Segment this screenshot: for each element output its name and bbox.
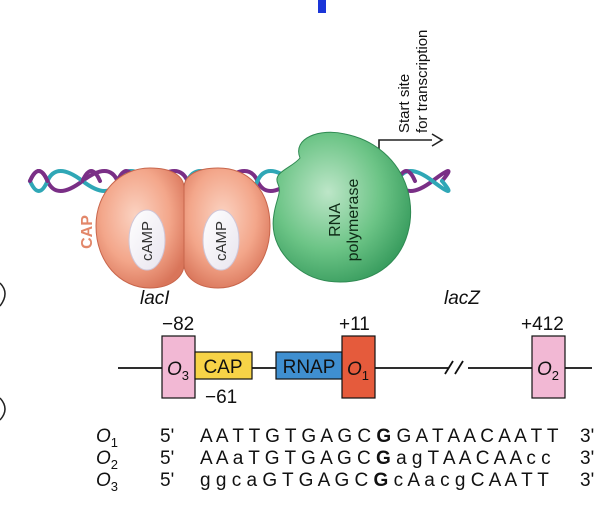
start-site-label-line2: for transcription bbox=[414, 30, 431, 133]
operator-o3-label: O3 bbox=[167, 359, 189, 383]
operator-o2-label: O2 bbox=[537, 359, 559, 383]
rna-polymerase-shape bbox=[272, 131, 411, 283]
camp-right-label: cAMP bbox=[213, 221, 230, 261]
sequence-five-prime: 5' bbox=[160, 448, 174, 469]
panel-marker-bottom bbox=[0, 397, 6, 421]
sequence-name: O3 bbox=[96, 470, 118, 494]
sequence-five-prime: 5' bbox=[160, 426, 174, 447]
panel-marker-top bbox=[0, 282, 6, 307]
sequence-three-prime: 3' bbox=[580, 448, 594, 469]
cap-site-box bbox=[194, 351, 253, 380]
camp-right-blob bbox=[202, 209, 240, 271]
rnap-site-box bbox=[275, 351, 343, 380]
cap-site-label: CAP bbox=[203, 357, 242, 378]
sequence-five-prime: 5' bbox=[160, 470, 174, 491]
operator-o1-label: O1 bbox=[347, 359, 369, 383]
sequence-bases: A A a T G T G A G C G a g T A A C A A c … bbox=[200, 448, 551, 469]
start-site-label-line1: Start site bbox=[396, 74, 413, 133]
title-fragment bbox=[318, 0, 326, 13]
sequence-bases: A A T T G T G A G C G G A T A A C A A T … bbox=[200, 426, 559, 447]
sequence-three-prime: 3' bbox=[580, 426, 594, 447]
sequence-row-o2: O2 5' A A a T G T G A G C G a g T A A C … bbox=[96, 448, 594, 472]
operator-o1-box bbox=[341, 335, 376, 399]
rna-polymerase-label-line1: RNA bbox=[327, 203, 344, 237]
position-o1: +11 bbox=[339, 314, 370, 335]
sequence-name: O1 bbox=[96, 426, 118, 450]
operator-sequences: O1 5' A A T T G T G A G C G G A T A A C … bbox=[96, 426, 594, 494]
rna-polymerase-label-line2: polymerase bbox=[345, 179, 362, 262]
position-o2: +412 bbox=[521, 314, 564, 335]
cap-dimer bbox=[95, 167, 271, 289]
camp-left-blob bbox=[128, 209, 166, 271]
operator-o3-box bbox=[161, 335, 196, 399]
sequence-bases: g g c a G T G A G C G c A a c g C A A T … bbox=[200, 470, 549, 491]
sequence-row-o1: O1 5' A A T T G T G A G C G G A T A A C … bbox=[96, 426, 594, 450]
position-o3: −82 bbox=[162, 314, 194, 335]
sequence-row-o3: O3 5' g g c a G T G A G C G c A a c g C … bbox=[96, 470, 594, 494]
camp-left-label: cAMP bbox=[139, 221, 156, 261]
laci-label: lacI bbox=[140, 288, 170, 309]
lacz-label: lacZ bbox=[444, 288, 481, 309]
axis-break-mark bbox=[444, 360, 464, 375]
position-cap: −61 bbox=[205, 387, 237, 408]
rnap-site-label: RNAP bbox=[283, 357, 336, 378]
cap-protein-label: CAP bbox=[79, 215, 96, 249]
operator-o2-box bbox=[531, 335, 566, 399]
sequence-three-prime: 3' bbox=[580, 470, 594, 491]
sequence-name: O2 bbox=[96, 448, 118, 472]
